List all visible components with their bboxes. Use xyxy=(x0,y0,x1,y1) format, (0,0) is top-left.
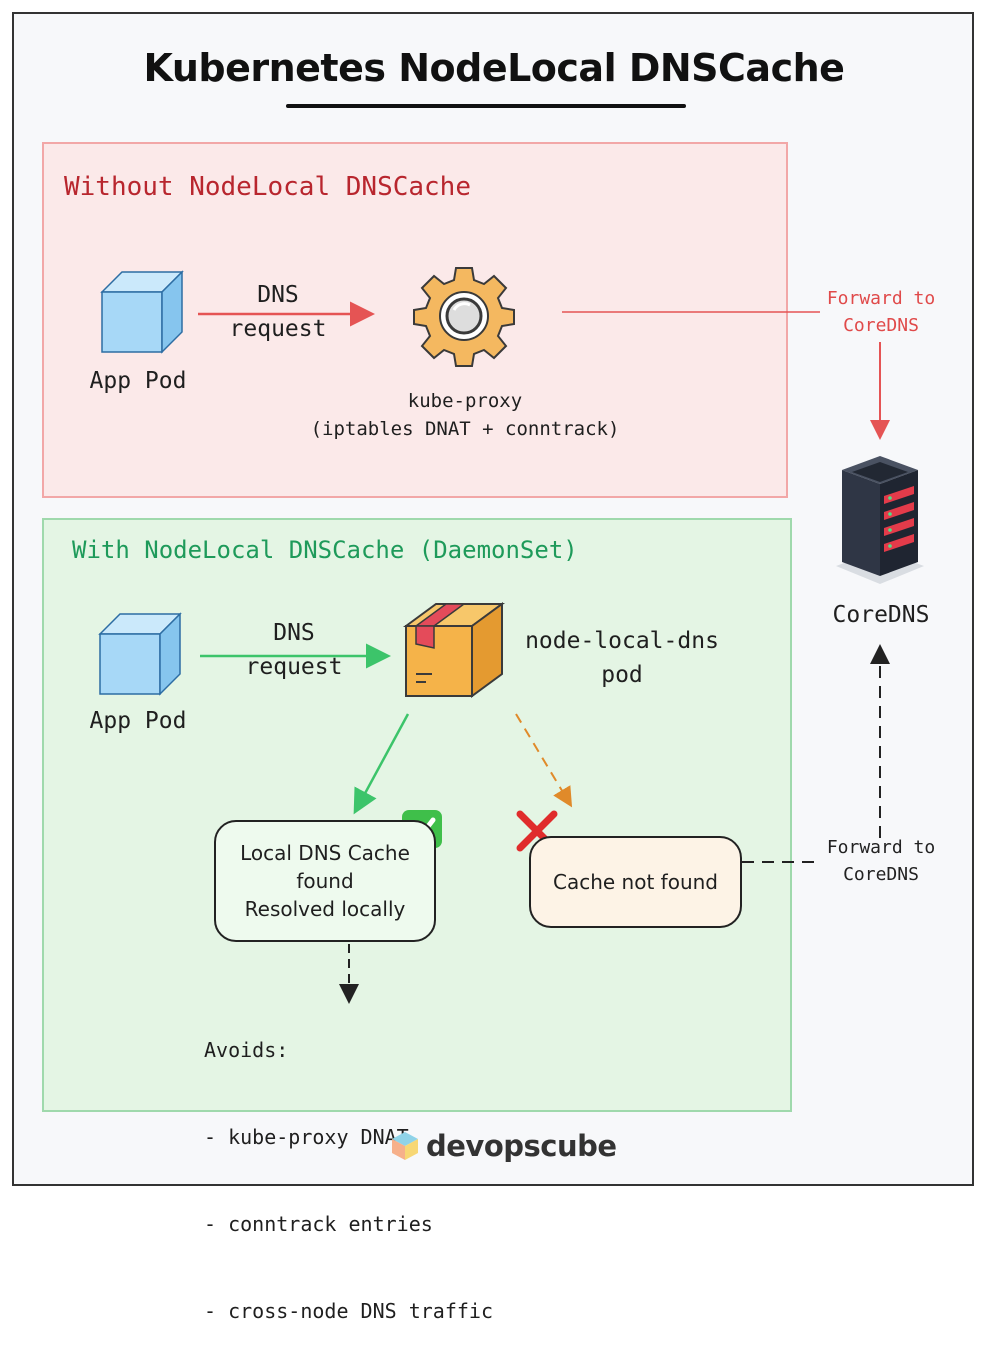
with-heading: With NodeLocal DNSCache (DaemonSet) xyxy=(72,536,578,564)
found-line-3: Resolved locally xyxy=(244,897,406,921)
brand-logo: devopscube xyxy=(390,1128,617,1164)
request-label-top: request xyxy=(229,316,327,342)
brand-cube-icon xyxy=(392,1132,418,1160)
kube-proxy-label: kube-proxy xyxy=(407,390,523,412)
avoids-item: - conntrack entries xyxy=(204,1212,433,1236)
cube-icon xyxy=(100,270,184,354)
without-heading: Without NodeLocal DNSCache xyxy=(64,172,471,202)
brand-name: devopscube xyxy=(426,1129,617,1163)
cache-found-box: Local DNS Cache found Resolved locally xyxy=(214,820,436,942)
forward-label-dark-1: Forward to xyxy=(826,837,936,858)
miss-arrow xyxy=(515,713,573,808)
found-line-2: found xyxy=(296,869,354,893)
cache-miss-box: Cache not found xyxy=(529,836,742,928)
request-label-bottom: request xyxy=(245,654,343,680)
page-title: Kubernetes NodeLocal DNSCache xyxy=(143,46,845,90)
server-rack-icon xyxy=(836,456,924,584)
diagram-graphics xyxy=(98,267,924,1004)
package-box-icon xyxy=(402,602,506,698)
cube-icon xyxy=(98,612,182,696)
found-line-1: Local DNS Cache xyxy=(240,841,410,865)
app-pod-label-bottom: App Pod xyxy=(89,708,187,734)
avoids-item: - cross-node DNS traffic xyxy=(204,1299,493,1323)
title-underline xyxy=(286,104,686,108)
coredns-label: CoreDNS xyxy=(832,602,930,628)
hit-arrow xyxy=(353,713,410,815)
avoids-list: Avoids: - kube-proxy DNAT - conntrack en… xyxy=(204,978,493,1355)
forward-label-red-1: Forward to xyxy=(826,288,936,309)
pod-label: pod xyxy=(601,662,643,688)
dns-label-top: DNS xyxy=(257,282,299,308)
kube-proxy-detail: (iptables DNAT + conntrack) xyxy=(310,418,620,440)
avoids-heading: Avoids: xyxy=(204,1038,289,1062)
app-pod-label-top: App Pod xyxy=(89,368,187,394)
forward-label-dark-2: CoreDNS xyxy=(843,864,919,885)
gear-icon xyxy=(413,267,515,367)
node-local-dns-label: node-local-dns xyxy=(525,628,719,654)
forward-label-red-2: CoreDNS xyxy=(843,315,919,336)
dns-label-bottom: DNS xyxy=(273,620,315,646)
